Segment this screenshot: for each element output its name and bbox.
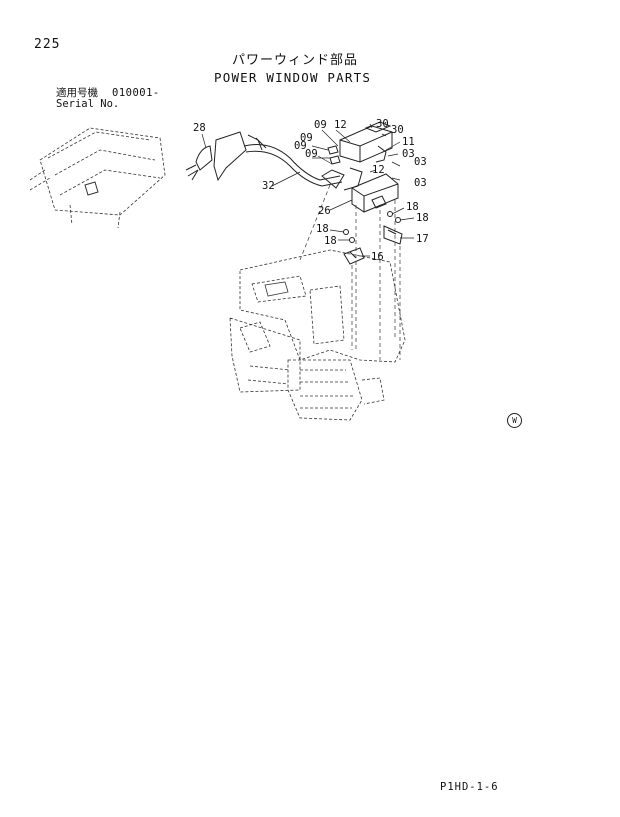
- callout-30: 30: [391, 124, 404, 136]
- page-title-japanese: パワーウィンド部品: [232, 53, 359, 68]
- cover-panel: [351, 173, 399, 213]
- callout-18: 18: [416, 212, 429, 224]
- callout-18: 18: [324, 235, 337, 247]
- serial-number-value: 010001-: [112, 87, 160, 99]
- cab-frame: [229, 249, 406, 421]
- wire-harness: [185, 131, 345, 189]
- guide-lines: [299, 184, 401, 360]
- callout-09: 09: [300, 132, 313, 144]
- page-number: 225: [34, 37, 61, 52]
- callout-17: 17: [416, 233, 429, 245]
- leader-lines: [201, 123, 415, 257]
- callout-labels: 28 09 12 30 30 09 11 09 03 09 03 12 03 3…: [193, 118, 429, 263]
- callout-18: 18: [316, 223, 329, 235]
- document-code: P1HD-1-6: [440, 781, 499, 793]
- region-mark: W: [507, 413, 522, 428]
- callout-09: 09: [305, 148, 318, 160]
- callout-12: 12: [372, 164, 385, 176]
- serial-label-japanese: 適用号機: [56, 87, 98, 99]
- callout-28: 28: [193, 122, 206, 134]
- switch-assembly: [327, 121, 393, 191]
- callout-03: 03: [414, 156, 427, 168]
- page-title: POWER WINDOW PARTS: [214, 70, 372, 85]
- callout-32: 32: [262, 180, 275, 192]
- callout-16: 16: [371, 251, 384, 263]
- callout-12: 12: [334, 119, 347, 131]
- callout-09: 09: [314, 119, 327, 131]
- callout-18: 18: [406, 201, 419, 213]
- serial-label: Serial No.: [56, 98, 120, 110]
- callout-03: 03: [414, 177, 427, 189]
- callout-03: 03: [402, 148, 415, 160]
- cab-overview-thumbnail: [29, 127, 166, 229]
- callout-11: 11: [402, 136, 415, 148]
- callout-26: 26: [318, 205, 331, 217]
- callout-30: 30: [376, 118, 389, 130]
- callout-09: 09: [294, 140, 307, 152]
